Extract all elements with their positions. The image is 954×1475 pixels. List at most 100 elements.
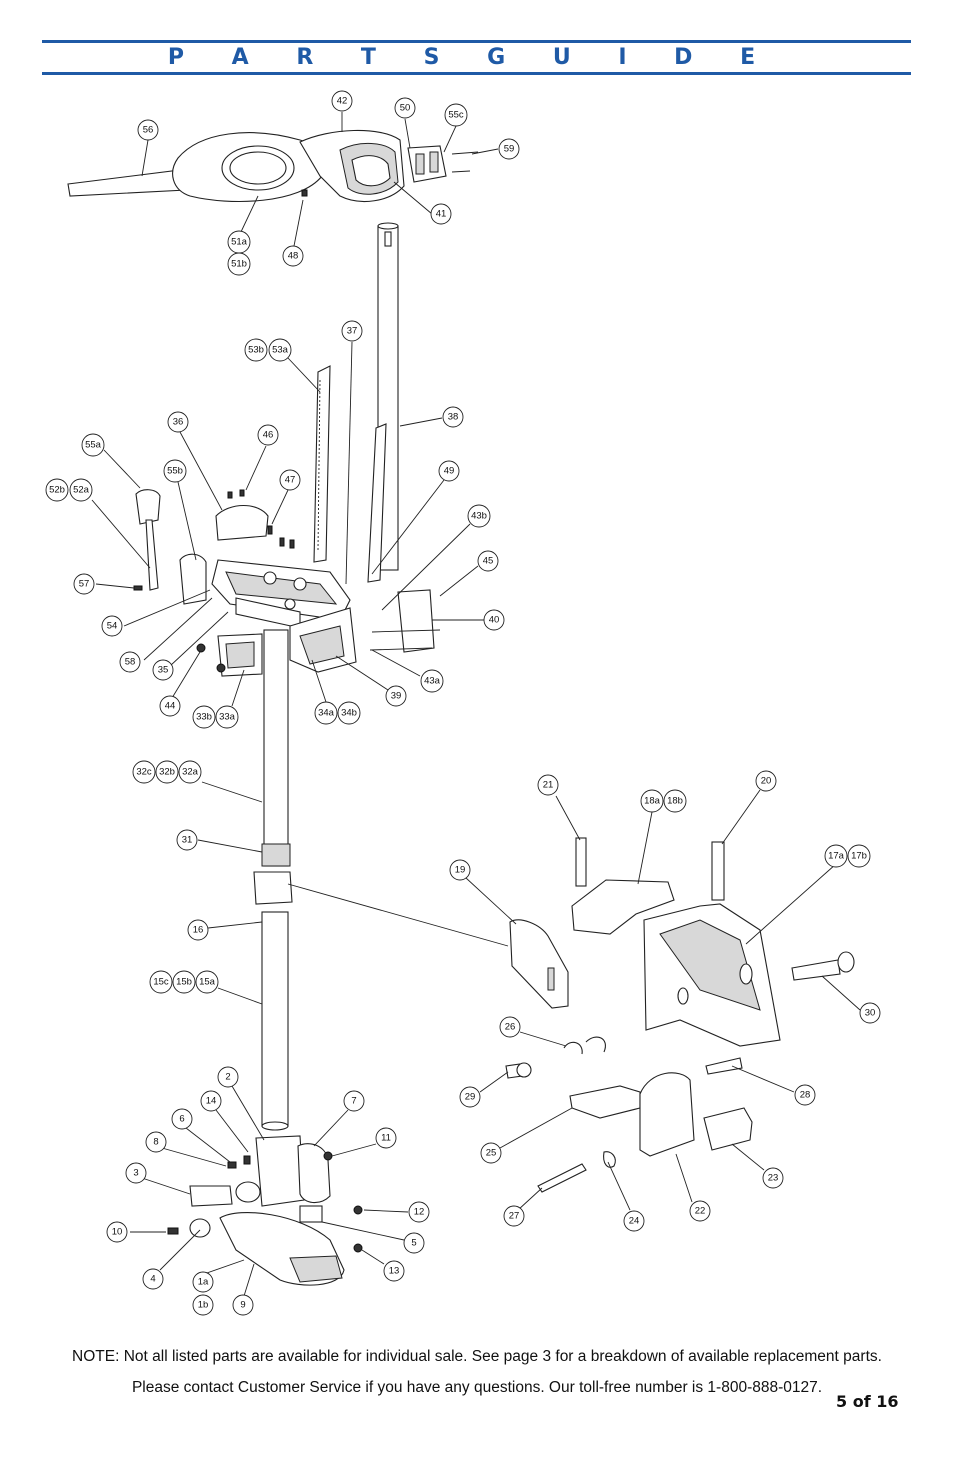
lower-bracket-drawing: [167, 1135, 363, 1286]
callout-label: 1b: [198, 1300, 209, 1311]
exploded-parts-diagram: 56425055c594151a51b483753b53a38364655a55…: [45, 90, 881, 1316]
callout-label: 57: [79, 579, 90, 590]
callout-41: 41: [430, 203, 452, 225]
callout-58: 58: [119, 651, 141, 673]
callout-17b: 17b: [847, 844, 871, 868]
callout-label: 19: [455, 865, 466, 876]
callout-6: 6: [171, 1108, 193, 1130]
callout-label: 58: [125, 657, 136, 668]
callout-label: 30: [865, 1008, 876, 1019]
callout-53a: 53a: [268, 338, 292, 362]
header-rule-bottom: [42, 72, 911, 75]
callout-label: 21: [543, 780, 554, 791]
callout-label: 44: [165, 701, 176, 712]
callout-14: 14: [200, 1090, 222, 1112]
callout-34a: 34a: [314, 701, 338, 725]
ratchet-strap-drawing: [313, 365, 387, 583]
callout-label: 31: [182, 835, 193, 846]
callout-label: 28: [800, 1090, 811, 1101]
callout-label: 41: [436, 209, 447, 220]
callout-22: 22: [689, 1200, 711, 1222]
callout-30: 30: [859, 1002, 881, 1024]
callout-label: 37: [347, 326, 358, 337]
callout-label: 56: [143, 125, 154, 136]
callout-label: 51a: [231, 237, 248, 248]
page-number: 5 of 16: [836, 1392, 899, 1411]
callout-11: 11: [375, 1127, 397, 1149]
callout-13: 13: [383, 1260, 405, 1282]
callout-42: 42: [331, 90, 353, 112]
callout-label: 15a: [199, 977, 216, 988]
callout-label: 54: [107, 621, 118, 632]
callout-55c: 55c: [444, 103, 468, 127]
callout-label: 18a: [644, 796, 661, 807]
callout-label: 23: [768, 1173, 779, 1184]
callout-label: 11: [381, 1133, 391, 1144]
callout-43b: 43b: [467, 504, 491, 528]
callout-label: 17a: [828, 851, 845, 862]
callout-8: 8: [145, 1131, 167, 1153]
callout-label: 50: [400, 103, 411, 114]
callout-label: 46: [263, 430, 274, 441]
callout-label: 49: [444, 466, 455, 477]
note-line-2: Please contact Customer Service if you h…: [131, 1379, 823, 1396]
callout-label: 9: [240, 1300, 245, 1311]
callout-16: 16: [187, 919, 209, 941]
callout-label: 51b: [231, 259, 247, 270]
right-bracket-drawing: [287, 837, 855, 1193]
callout-18b: 18b: [663, 789, 687, 813]
callout-5: 5: [403, 1232, 425, 1254]
callout-32b: 32b: [155, 760, 179, 784]
callout-21: 21: [537, 774, 559, 796]
callout-56: 56: [137, 119, 159, 141]
callout-55a: 55a: [81, 433, 105, 457]
callout-label: 43a: [424, 676, 441, 687]
callout-label: 36: [173, 417, 184, 428]
callout-55b: 55b: [163, 459, 187, 483]
callout-24: 24: [623, 1210, 645, 1232]
callout-9: 9: [232, 1294, 254, 1316]
header-rule-top: [42, 40, 911, 43]
callout-31: 31: [176, 829, 198, 851]
callout-label: 7: [351, 1096, 356, 1107]
callout-label: 34b: [341, 708, 357, 719]
callout-32c: 32c: [132, 760, 156, 784]
callout-15c: 15c: [149, 970, 173, 994]
callout-label: 2: [225, 1072, 230, 1083]
callout-25: 25: [480, 1142, 502, 1164]
callout-label: 10: [112, 1227, 123, 1238]
callout-label: 52b: [49, 485, 65, 496]
callout-53b: 53b: [244, 338, 268, 362]
callout-label: 53b: [248, 345, 264, 356]
callout-37: 37: [341, 320, 363, 342]
callout-43a: 43a: [420, 669, 444, 693]
callout-15b: 15b: [172, 970, 196, 994]
callout-27: 27: [503, 1205, 525, 1227]
callout-29: 29: [459, 1086, 481, 1108]
callout-label: 55a: [85, 440, 102, 451]
callout-label: 26: [505, 1022, 516, 1033]
callout-23: 23: [762, 1167, 784, 1189]
callout-51b: 51b: [227, 252, 251, 276]
callout-label: 20: [761, 776, 772, 787]
callout-label: 38: [448, 412, 459, 423]
callout-32a: 32a: [178, 760, 202, 784]
callout-15a: 15a: [195, 970, 219, 994]
callout-label: 40: [489, 615, 500, 626]
callout-12: 12: [408, 1201, 430, 1223]
callout-28: 28: [794, 1084, 816, 1106]
tiller-handle-drawing: [67, 129, 479, 202]
callout-label: 27: [509, 1211, 520, 1222]
callout-45: 45: [477, 550, 499, 572]
callout-label: 33b: [196, 712, 212, 723]
callout-57: 57: [73, 573, 95, 595]
callout-48: 48: [282, 245, 304, 267]
callout-label: 3: [133, 1168, 138, 1179]
callout-38: 38: [442, 406, 464, 428]
callout-46: 46: [257, 424, 279, 446]
callout-label: 6: [179, 1114, 184, 1125]
callout-label: 32c: [136, 767, 152, 778]
callout-label: 52a: [73, 485, 90, 496]
callout-59: 59: [498, 138, 520, 160]
